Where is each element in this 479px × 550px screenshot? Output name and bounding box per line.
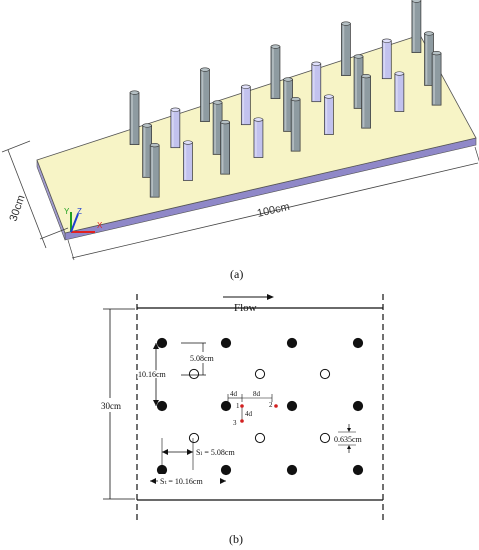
cylinder-open xyxy=(188,368,200,380)
panel-b-top-view: Flow 30cm 10.16cm 5.08cm xyxy=(101,294,384,546)
probe-point-3 xyxy=(240,419,244,423)
height-dim-label: 30cm xyxy=(101,401,121,411)
axis-z-label: Z xyxy=(77,207,82,216)
pin-fin xyxy=(183,140,193,181)
pin-fin xyxy=(220,120,231,175)
cylinder-filled xyxy=(352,400,364,412)
cylinder-open xyxy=(319,368,331,380)
caption-a: (a) xyxy=(230,267,243,281)
pin-fin xyxy=(394,71,405,112)
caption-b: (b) xyxy=(229,532,243,546)
pin-array xyxy=(129,0,442,198)
width-dim-label: 30cm xyxy=(7,194,27,223)
cylinder-array xyxy=(156,337,364,476)
spacing-8d: 8d xyxy=(253,390,261,398)
probe-spacing: 4d 8d 4d xyxy=(227,390,273,421)
pin-fin xyxy=(381,38,392,80)
cylinder-open xyxy=(188,432,200,444)
vertical-pitch-label: 10.16cm xyxy=(138,370,167,379)
vertical-pitch-dimension: 10.16cm xyxy=(137,343,168,406)
probe-2-label: 2 xyxy=(269,401,273,409)
st-dimension: Sₜ = 10.16cm xyxy=(150,474,226,486)
axis-triad: X Y Z xyxy=(64,207,103,233)
half-pitch-label: 5.08cm xyxy=(190,354,215,363)
probe-point-1 xyxy=(240,404,244,408)
probe-point-2 xyxy=(274,404,278,408)
spacing-4d-v: 4d xyxy=(245,410,253,418)
cylinder-filled xyxy=(286,400,298,412)
sl-dimension: Sₗ = 5.08cm xyxy=(161,438,235,470)
pin-fin xyxy=(240,84,251,126)
pin-fin xyxy=(353,54,364,109)
pin-fin xyxy=(361,74,371,129)
probe-points xyxy=(240,404,278,423)
pin-fin xyxy=(341,21,351,76)
pin-fin xyxy=(149,143,160,198)
axis-y-label: Y xyxy=(64,207,70,216)
pin-fin xyxy=(411,0,422,53)
axis-x-label: X xyxy=(97,221,103,230)
cylinder-open xyxy=(254,368,266,380)
diameter-label: 0.635cm xyxy=(334,435,363,444)
cylinder-filled xyxy=(156,337,168,349)
cylinder-filled xyxy=(286,464,298,476)
pin-fin xyxy=(200,67,210,122)
pin-fin xyxy=(324,94,334,135)
sl-label: Sₗ = 5.08cm xyxy=(196,448,235,457)
half-pitch-dimension: 5.08cm xyxy=(181,342,220,376)
panel-a-3d-plate: X Y Z 30cm 100cm (a) xyxy=(1,0,479,281)
cylinder-filled xyxy=(220,464,232,476)
pin-fin xyxy=(290,97,301,152)
pin-fin xyxy=(431,51,442,106)
cylinder-filled xyxy=(220,400,232,412)
flow-label: Flow xyxy=(234,302,257,314)
probe-3-label: 3 xyxy=(233,419,237,427)
pin-fin xyxy=(270,44,281,99)
height-dimension: 30cm xyxy=(101,308,135,500)
cylinder-open xyxy=(254,432,266,444)
cylinder-filled xyxy=(156,400,168,412)
diameter-dimension: 0.635cm xyxy=(333,424,364,453)
flow-arrow: Flow xyxy=(223,294,274,314)
cylinder-filled xyxy=(220,337,232,349)
cylinder-filled xyxy=(352,337,364,349)
pin-fin xyxy=(253,117,264,158)
probe-1-label: 1 xyxy=(236,402,240,410)
pin-fin xyxy=(129,90,140,145)
cylinder-filled xyxy=(352,464,364,476)
pin-fin xyxy=(212,100,223,155)
spacing-4d-h: 4d xyxy=(230,390,238,398)
length-dim-label: 100cm xyxy=(256,201,291,220)
pin-fin xyxy=(311,61,322,103)
st-label: Sₜ = 10.16cm xyxy=(160,477,203,486)
cylinder-open xyxy=(319,432,331,444)
pin-fin xyxy=(170,107,181,149)
cylinder-filled xyxy=(286,337,298,349)
